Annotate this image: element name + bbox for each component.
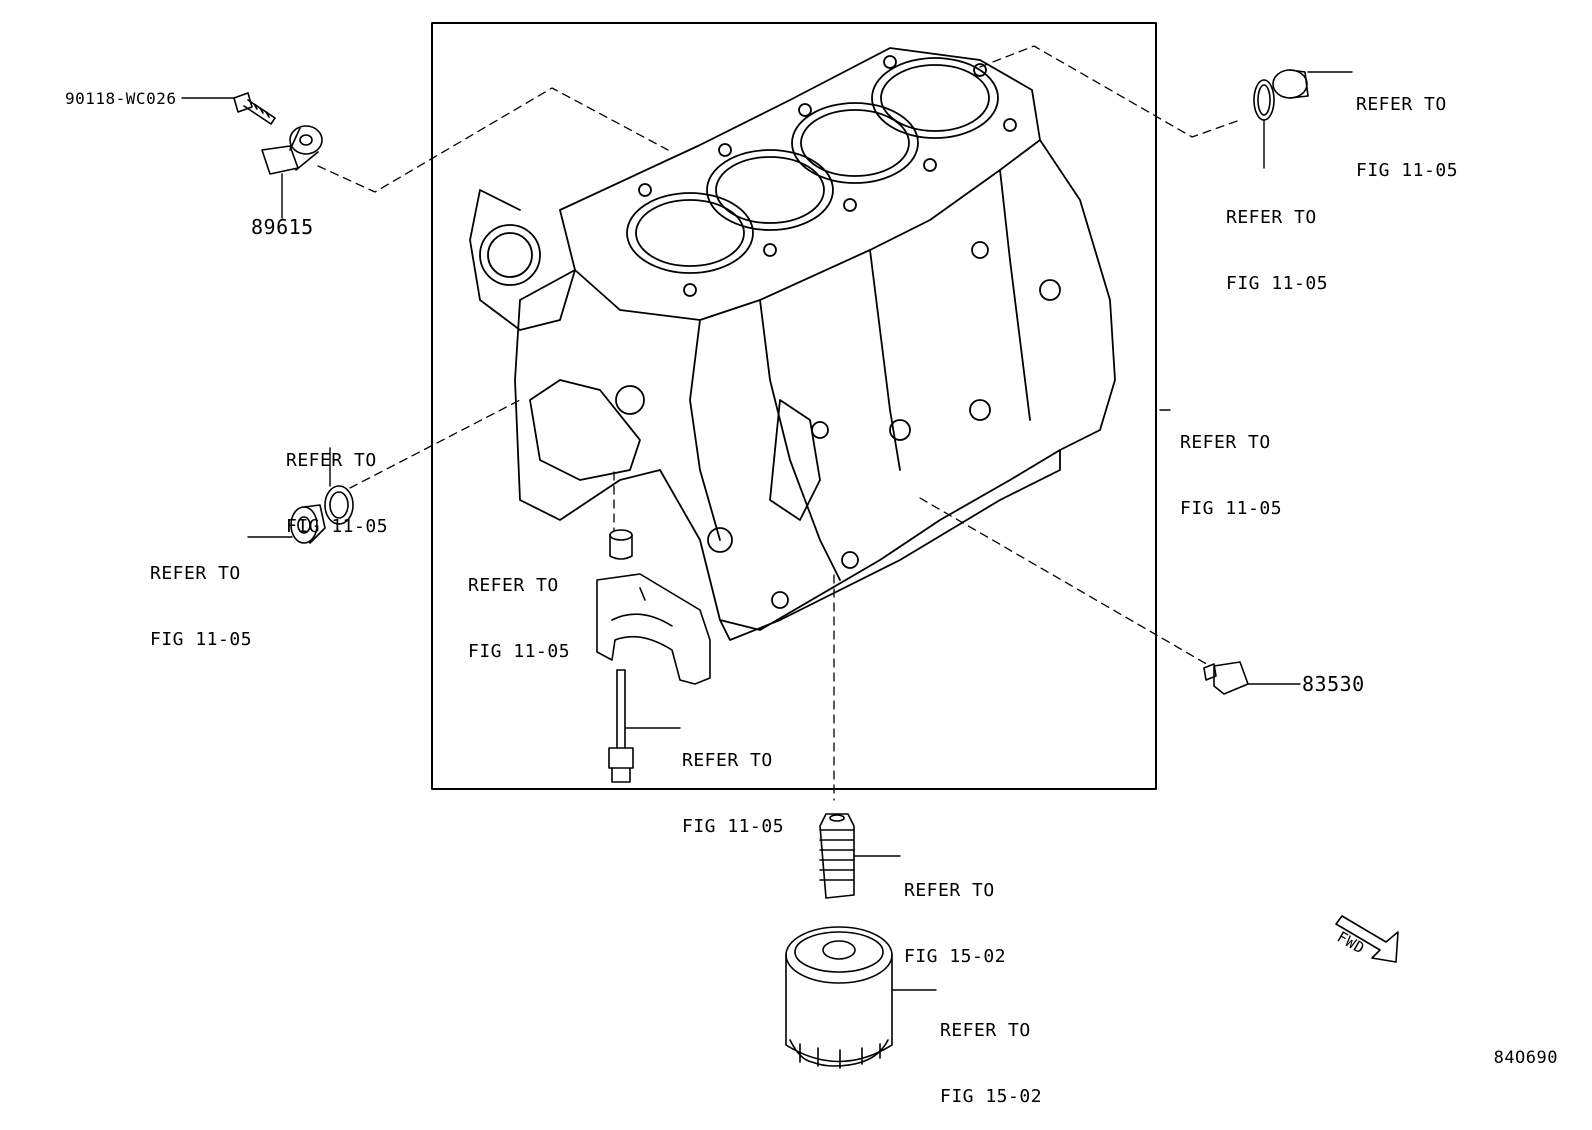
cylinder-block <box>469 47 1116 641</box>
refer-line2: FIG 15-02 <box>904 946 1007 967</box>
fwd-arrow-icon <box>1335 915 1399 963</box>
refer-callout-top-right-2[interactable]: REFER TO FIG 11-05 <box>1226 163 1328 317</box>
pressure-switch-83530 <box>1203 661 1249 695</box>
refer-callout-left-gasket[interactable]: REFER TO FIG 11-05 <box>286 406 388 560</box>
plug-top-right <box>1253 69 1309 121</box>
refer-line1: REFER TO <box>682 750 773 771</box>
refer-callout-cap-bolt[interactable]: REFER TO FIG 11-05 <box>682 706 784 860</box>
oil-filter-stud <box>819 813 855 899</box>
refer-line2: FIG 11-05 <box>1180 498 1283 519</box>
diagram-id: 84O690 <box>1493 1048 1558 1068</box>
refer-callout-oil-filter[interactable]: REFER TO FIG 15-02 <box>940 976 1042 1130</box>
refer-line1: REFER TO <box>1356 94 1447 115</box>
refer-line2: FIG 11-05 <box>150 629 253 650</box>
dashed-leaders <box>317 45 1241 801</box>
refer-line1: REFER TO <box>1226 207 1317 228</box>
refer-line2: FIG 11-05 <box>468 641 571 662</box>
block-frame <box>431 22 1157 790</box>
refer-line2: FIG 11-05 <box>1356 160 1459 181</box>
refer-line1: REFER TO <box>468 575 559 596</box>
refer-callout-right[interactable]: REFER TO FIG 11-05 <box>1180 388 1282 542</box>
refer-line1: REFER TO <box>1180 432 1271 453</box>
refer-callout-top-right-1[interactable]: REFER TO FIG 11-05 <box>1356 50 1458 204</box>
refer-line1: REFER TO <box>286 450 377 471</box>
parts-diagram <box>181 22 1399 1069</box>
bolt-90118 <box>233 92 276 125</box>
refer-callout-left-plug[interactable]: REFER TO FIG 11-05 <box>150 519 252 673</box>
refer-callout-stud[interactable]: REFER TO FIG 15-02 <box>904 836 1006 990</box>
refer-line1: REFER TO <box>150 563 241 584</box>
refer-line1: REFER TO <box>904 880 995 901</box>
refer-line2: FIG 11-05 <box>1226 273 1329 294</box>
cap-bolt <box>608 669 634 783</box>
refer-callout-dowel[interactable]: REFER TO FIG 11-05 <box>468 531 570 685</box>
dowel-pin <box>609 529 633 560</box>
refer-line1: REFER TO <box>940 1020 1031 1041</box>
part-number-89615[interactable]: 89615 <box>251 215 314 239</box>
bearing-cap <box>596 573 711 685</box>
part-number-83530[interactable]: 83530 <box>1302 672 1365 696</box>
part-number-90118[interactable]: 90118-WC026 <box>65 89 177 108</box>
oil-filter <box>785 926 893 1069</box>
knock-sensor-89615 <box>261 125 323 175</box>
refer-line2: FIG 11-05 <box>682 816 785 837</box>
refer-line2: FIG 15-02 <box>940 1086 1043 1107</box>
leader-lines <box>181 71 1353 991</box>
refer-line2: FIG 11-05 <box>286 516 389 537</box>
plug-left <box>290 485 354 544</box>
